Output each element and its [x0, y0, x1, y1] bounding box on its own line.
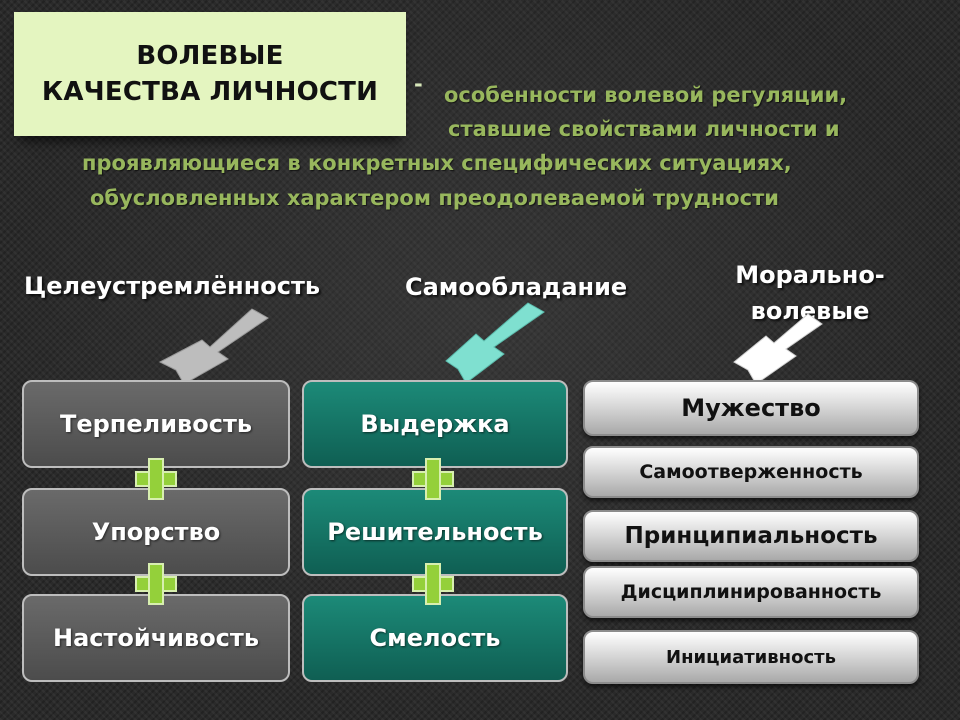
arrow-teal-icon — [445, 302, 545, 384]
box-persistence: Упорство — [22, 488, 290, 576]
box-initiative: Инициативность — [583, 630, 919, 684]
plus-icon — [412, 563, 454, 605]
plus-icon — [135, 563, 177, 605]
heading-moral-volitional-1: Морально- — [735, 261, 885, 289]
page-title-line-1: ВОЛЕВЫЕ — [136, 41, 284, 71]
box-bravery: Мужество — [583, 380, 919, 436]
box-perseverance-label: Настойчивость — [52, 624, 259, 652]
box-bravery-label: Мужество — [681, 394, 821, 422]
box-persistence-label: Упорство — [91, 518, 221, 546]
arrow-white-icon — [733, 313, 823, 385]
box-adherence-to-principles: Принципиальность — [583, 510, 919, 562]
page-title: ВОЛЕВЫЕ КАЧЕСТВА ЛИЧНОСТИ — [42, 38, 378, 110]
box-perseverance: Настойчивость — [22, 594, 290, 682]
box-courage-label: Смелость — [369, 624, 501, 652]
box-courage: Смелость — [302, 594, 568, 682]
box-discipline: Дисциплинированность — [583, 566, 919, 618]
title-card: ВОЛЕВЫЕ КАЧЕСТВА ЛИЧНОСТИ — [14, 12, 406, 136]
definition-line-4: обусловленных характером преодолеваемой … — [90, 186, 780, 210]
plus-icon — [412, 458, 454, 500]
box-patience: Терпеливость — [22, 380, 290, 468]
page-title-line-2: КАЧЕСТВА ЛИЧНОСТИ — [41, 77, 379, 107]
box-patience-label: Терпеливость — [59, 410, 253, 438]
definition-line-1: особенности волевой регуляции, — [444, 83, 848, 107]
box-endurance: Выдержка — [302, 380, 568, 468]
heading-self-control: Самообладание — [405, 273, 628, 301]
box-initiative-label: Инициативность — [666, 646, 836, 668]
heading-purposefulness: Целеустремлённость — [24, 272, 321, 300]
box-adherence-label: Принципиальность — [624, 523, 878, 549]
plus-icon — [135, 458, 177, 500]
definition-line-2: ставшие свойствами личности и — [448, 117, 840, 141]
arrow-gray-icon — [158, 308, 269, 385]
box-selflessness: Самоотверженность — [583, 446, 919, 498]
box-decisiveness-label: Решительность — [327, 518, 543, 546]
definition-dash: - — [414, 72, 423, 96]
box-endurance-label: Выдержка — [360, 410, 510, 438]
box-selflessness-label: Самоотверженность — [639, 461, 863, 483]
box-discipline-label: Дисциплинированность — [620, 581, 882, 603]
definition-line-3: проявляющиеся в конкретных специфических… — [82, 151, 792, 175]
